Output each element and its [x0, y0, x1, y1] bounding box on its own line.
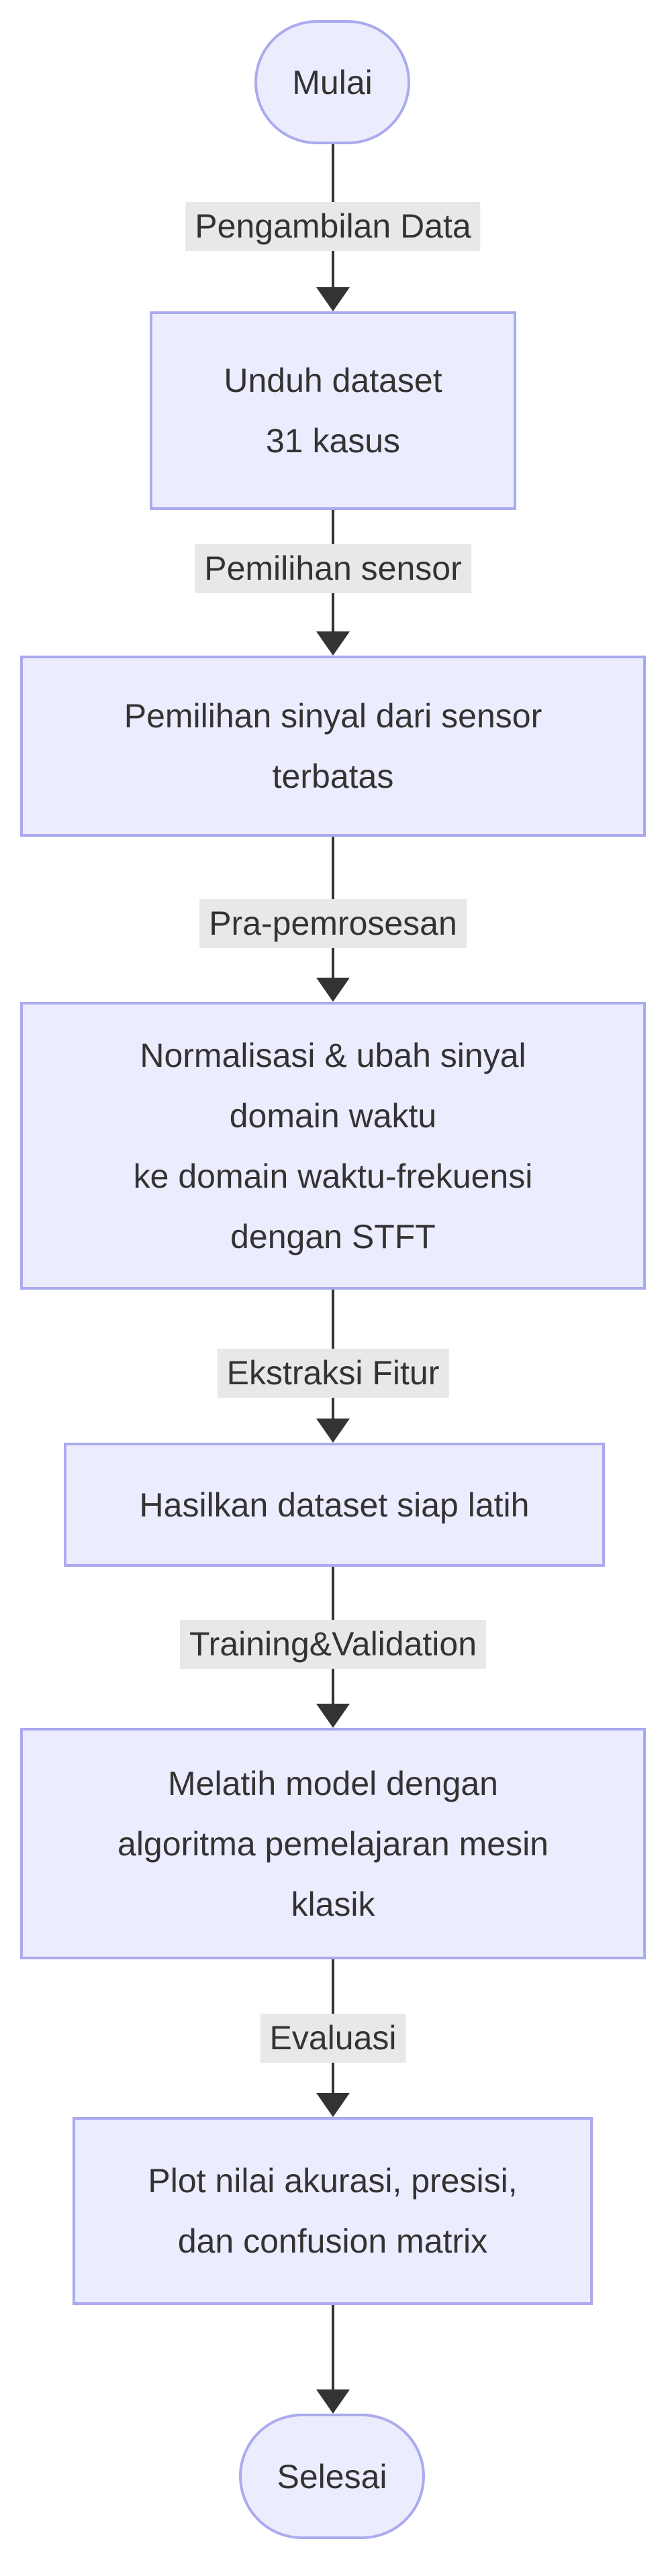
arrowhead-icon	[316, 1419, 350, 1443]
arrowhead-icon	[316, 287, 350, 311]
arrowhead-icon	[316, 2093, 350, 2117]
box-generate-training-dataset: Hasilkan dataset siap latih	[64, 1443, 605, 1567]
node-start: Mulai	[254, 20, 410, 144]
edge-label-evaluasi: Evaluasi	[260, 2014, 406, 2063]
edge-label-pengambilan-data: Pengambilan Data	[185, 202, 481, 251]
edge-line	[332, 2305, 334, 2389]
edge-label-ekstraksi-fitur: Ekstraksi Fitur	[217, 1349, 449, 1398]
arrowhead-icon	[316, 2389, 350, 2414]
arrowhead-icon	[316, 1704, 350, 1728]
box-sensor-signal-selection: Pemilihan sinyal dari sensor terbatas	[20, 656, 646, 837]
arrowhead-icon	[316, 978, 350, 1002]
box-download-dataset: Unduh dataset 31 kasus	[150, 311, 516, 510]
edge-label-training-validation: Training&Validation	[179, 1620, 487, 1669]
edge-label-pemilihan-sensor: Pemilihan sensor	[195, 544, 471, 593]
box-plot-metrics: Plot nilai akurasi, presisi, dan confusi…	[73, 2117, 593, 2305]
arrowhead-icon	[316, 631, 350, 656]
node-end: Selesai	[239, 2414, 425, 2539]
box-train-model: Melatih model dengan algoritma pemelajar…	[20, 1728, 646, 1959]
box-preprocessing-stft: Normalisasi & ubah sinyal domain waktu k…	[20, 1002, 646, 1290]
edge-label-pra-pemrosesan: Pra-pemrosesan	[199, 899, 467, 948]
